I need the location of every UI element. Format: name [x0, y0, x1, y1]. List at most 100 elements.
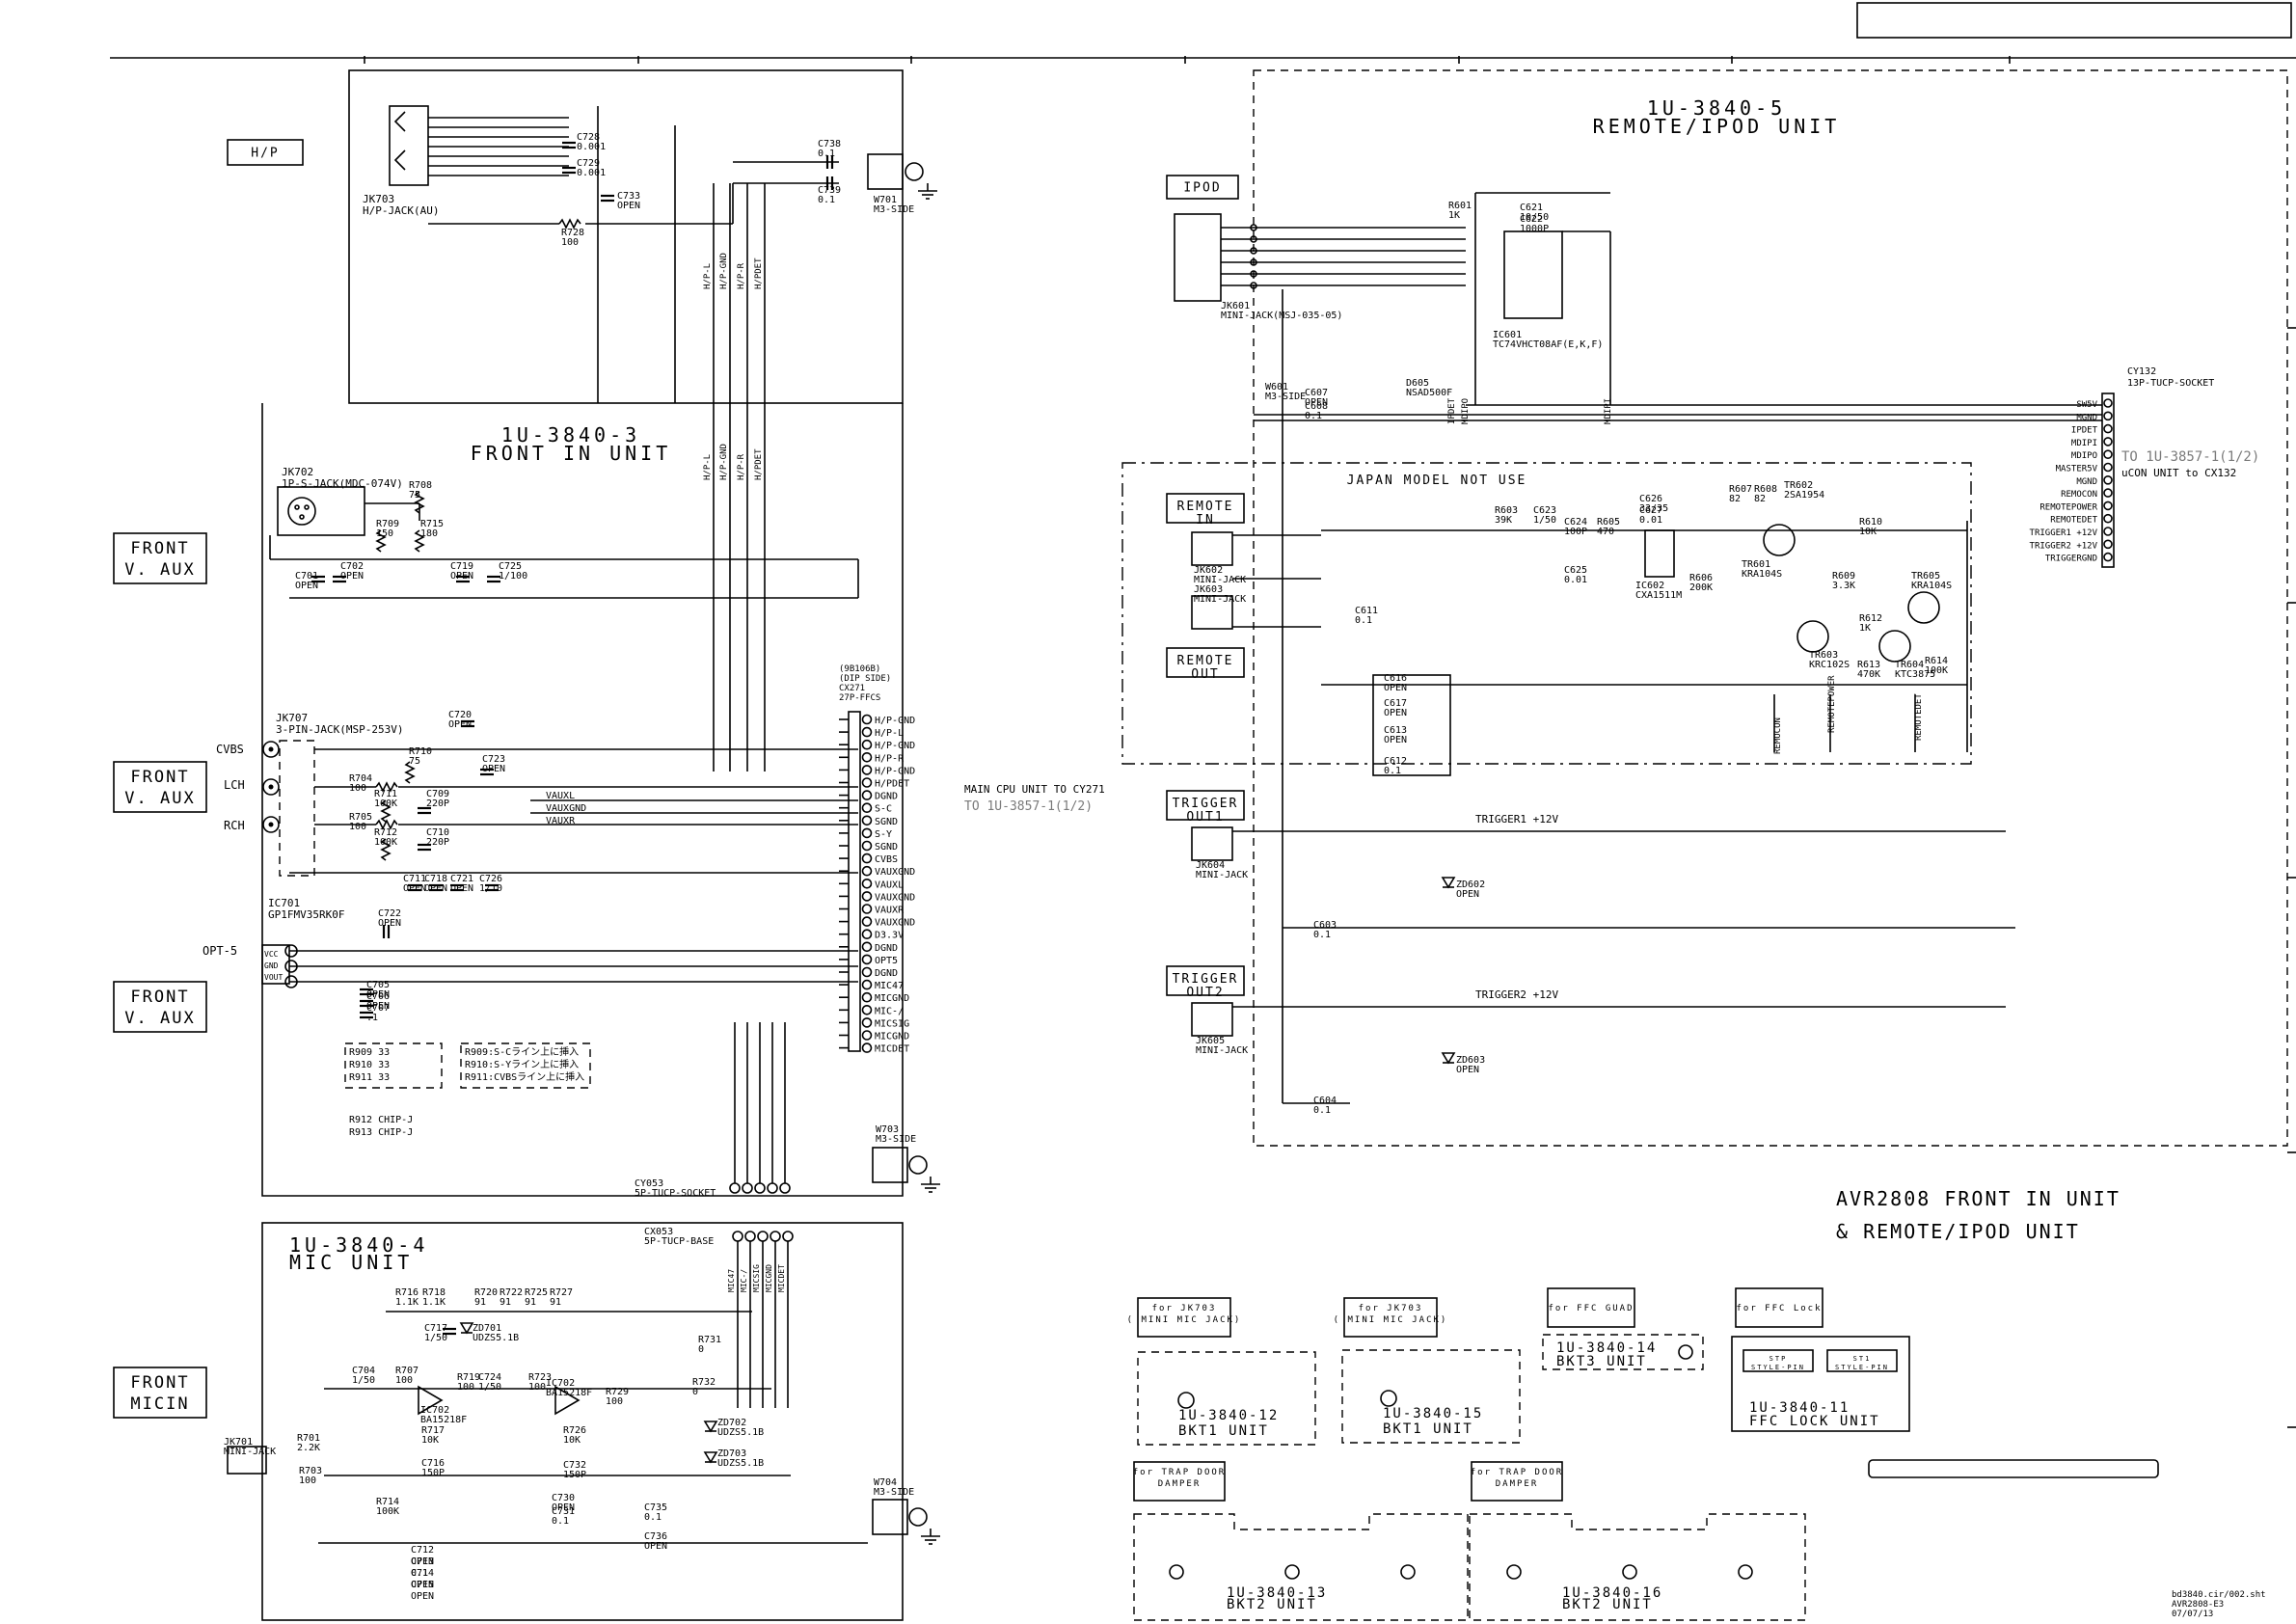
label: 1/50: [1533, 515, 1556, 526]
label: R911:CVBSライン上に挿入: [465, 1070, 584, 1083]
cx271-pin: S-C: [875, 804, 892, 815]
label: OPEN: [1384, 683, 1407, 693]
label: GND: [264, 961, 279, 970]
label: M3-SIDE: [874, 1487, 914, 1498]
unit-number: 1U-3840-5: [1647, 96, 1786, 120]
cx271-pin: SGND: [875, 817, 898, 827]
label: JK605: [1196, 1036, 1225, 1046]
label: W601: [1265, 382, 1288, 392]
label: R714: [376, 1497, 399, 1507]
label: BKT1 UNIT: [1383, 1421, 1473, 1437]
label: 75: [409, 490, 420, 501]
bus-label: H/PDET: [754, 448, 764, 480]
box-text: ( MINI MIC JACK): [1334, 1315, 1448, 1325]
label: C713: [411, 1556, 434, 1567]
label: KRA104S: [1911, 581, 1952, 591]
label: C729: [577, 158, 600, 169]
hp-label-box: H/P: [227, 139, 304, 166]
label: R612: [1859, 613, 1882, 624]
label: R732: [692, 1377, 716, 1388]
label: R719: [457, 1372, 480, 1383]
label: 0.1: [1384, 766, 1401, 776]
label: C621: [1520, 203, 1543, 213]
label: C712: [411, 1545, 434, 1556]
bkt-note-jk703-b: for JK703( MINI MIC JACK): [1334, 1297, 1448, 1338]
label: ZD603: [1456, 1055, 1485, 1066]
label: R708: [409, 480, 432, 491]
label: 100: [528, 1382, 546, 1393]
signal-label: MDIPO: [1461, 398, 1471, 424]
cx053-pin: MIC-/: [740, 1269, 748, 1292]
label: C623: [1533, 505, 1556, 516]
label: 150: [376, 528, 393, 539]
lch-label: LCH: [224, 778, 245, 792]
cy132-pin: MASTER5V: [2056, 465, 2098, 474]
label: CY132: [2127, 366, 2156, 377]
label: C726: [479, 874, 502, 884]
box-text: H/P: [251, 147, 279, 161]
label: D605: [1406, 378, 1429, 389]
label: IC601: [1493, 330, 1522, 340]
cx271-pin: VAUXGND: [875, 918, 915, 929]
label: OPEN: [366, 989, 390, 1000]
label: 82: [1729, 494, 1741, 504]
label: C608: [1305, 401, 1328, 412]
label: CY053: [635, 1178, 663, 1189]
signal-label: REMOTEDET: [1914, 693, 1924, 741]
cy132-pin: MGND: [2076, 413, 2097, 422]
label: 0.1: [818, 149, 835, 159]
label: 1.1K: [395, 1297, 419, 1308]
label: MINI-JACK: [224, 1447, 276, 1457]
label: R605: [1597, 517, 1620, 528]
label: 1/10: [479, 883, 502, 894]
label: 0.001: [577, 168, 606, 178]
to-main-cpu: TO 1U-3857-1(1/2): [964, 799, 1093, 814]
label: R720: [474, 1287, 498, 1298]
label: R609: [1832, 571, 1855, 582]
label: OPEN: [482, 764, 505, 774]
label: 39K: [1495, 515, 1512, 526]
label: C627: [1639, 505, 1662, 516]
label: R606: [1689, 573, 1713, 583]
box-text: FRONT: [130, 1373, 189, 1393]
cx271-pin: DGND: [875, 968, 898, 979]
label: OPEN: [1384, 735, 1407, 745]
cx053-pin: MIC47: [727, 1269, 736, 1292]
label: JK603: [1194, 584, 1223, 595]
cx271-pin: H/PDET: [875, 779, 909, 790]
label: 1K: [1859, 623, 1871, 634]
label: 1/100: [499, 571, 527, 582]
label: C718: [424, 874, 447, 884]
label: C715: [411, 1580, 434, 1590]
cx271-pin: VAUXGND: [875, 867, 915, 878]
label: IC702: [546, 1378, 575, 1389]
label: C720: [448, 710, 472, 720]
label: R715: [420, 519, 444, 529]
label: C736: [644, 1531, 667, 1542]
label: 0.01: [1639, 515, 1662, 526]
label: 0.1: [552, 1516, 569, 1527]
box-text: for FFC Lock: [1736, 1304, 1822, 1313]
label: 0.1: [644, 1512, 662, 1523]
label: VOUT: [264, 973, 283, 982]
label: 07/07/13: [2172, 1610, 2213, 1619]
label: OPEN: [424, 883, 447, 894]
label: R718: [422, 1287, 446, 1298]
label: C624: [1564, 517, 1587, 528]
label: R608: [1754, 484, 1777, 495]
label: 3.3K: [1832, 581, 1855, 591]
label: 100: [349, 783, 366, 794]
label: 91: [525, 1297, 536, 1308]
box-text: FRONT: [130, 539, 189, 558]
label: R912 CHIP-J: [349, 1115, 413, 1125]
label: 220P: [426, 798, 449, 809]
box-text: REMOTE: [1177, 654, 1234, 668]
label: OPEN: [378, 918, 401, 929]
label: R722: [500, 1287, 523, 1298]
label: C722: [378, 908, 401, 919]
label: 0.1: [1305, 411, 1322, 421]
